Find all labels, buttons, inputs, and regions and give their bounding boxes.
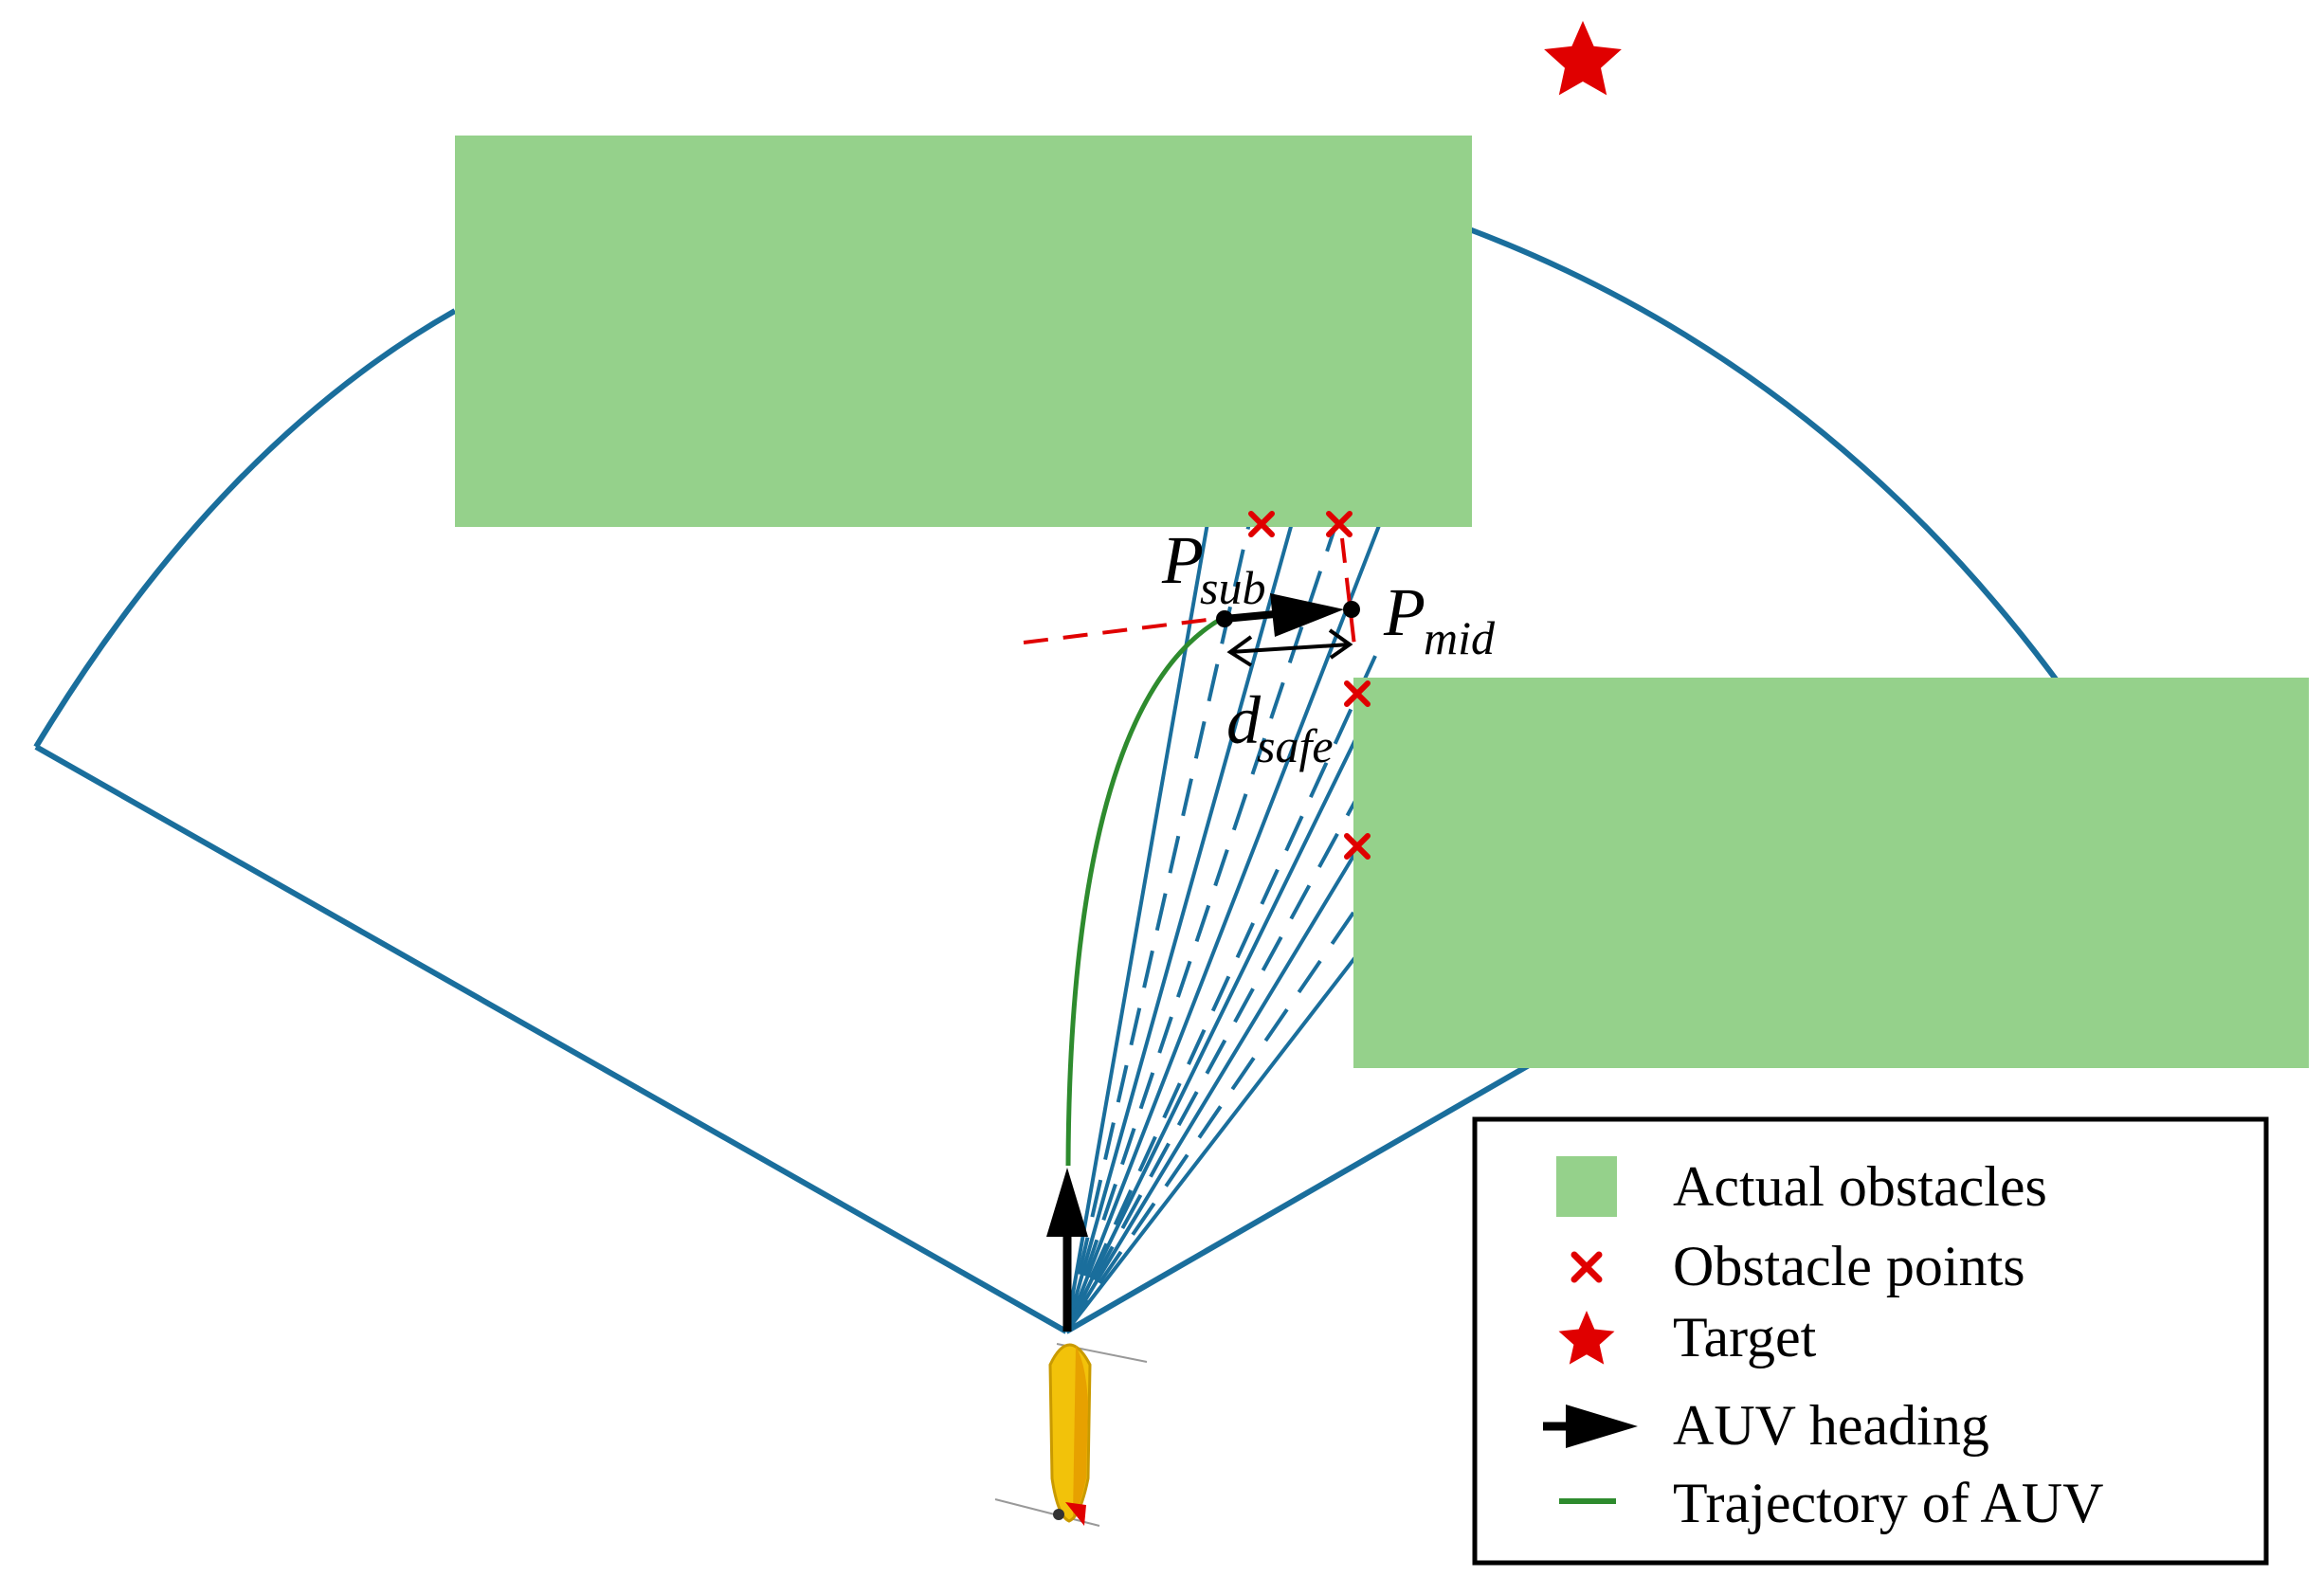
obstacle-right	[1353, 678, 2309, 1068]
guide-line-left	[1023, 616, 1224, 644]
legend-item-label: AUV heading	[1673, 1394, 1989, 1457]
beam-line	[1064, 522, 1209, 1332]
sector-arc-top	[1462, 225, 2060, 682]
legend-item-label: Trajectory of AUV	[1673, 1472, 2103, 1534]
beam-line	[1064, 800, 1357, 1332]
legend-item-label: Actual obstacles	[1673, 1155, 2047, 1218]
sonar-sector	[33, 225, 2060, 1334]
obstacle-top	[455, 136, 1472, 527]
p-sub-point	[1216, 610, 1233, 627]
obstacle-point-marker	[1344, 833, 1371, 860]
beam-line	[1064, 955, 1357, 1333]
obstacle-point-marker	[1326, 511, 1353, 537]
legend-item-label: Obstacle points	[1673, 1235, 2025, 1297]
beam-line	[1064, 908, 1357, 1333]
legend-obstacle-swatch	[1556, 1156, 1617, 1217]
legend-arrow-icon	[1543, 1405, 1638, 1448]
p-mid-point	[1343, 601, 1360, 618]
guide-line-right	[1340, 537, 1357, 655]
beam-line	[1064, 851, 1357, 1333]
sonar-beams	[1064, 522, 1382, 1333]
obstacle-point-marker	[1248, 511, 1275, 537]
beam-line	[1064, 522, 1338, 1332]
target-star	[1544, 21, 1622, 96]
beam-line	[1064, 522, 1294, 1332]
obstacle-point-marker	[1344, 680, 1371, 707]
beam-line	[1064, 719, 1367, 1332]
p-mid-label: Pmid	[1383, 574, 1496, 664]
beam-line	[1064, 522, 1251, 1332]
obstacle-points	[1248, 511, 1371, 860]
sector-right-edge	[1064, 1059, 1537, 1334]
sector-arc-left	[33, 308, 457, 749]
auv-vehicle	[994, 1343, 1148, 1527]
legend-star-icon	[1558, 1311, 1615, 1365]
legend: Actual obstacles Obstacle points Target …	[1472, 1116, 2269, 1566]
beam-line	[1064, 522, 1382, 1332]
beam-line	[1064, 653, 1378, 1332]
d-safe-label: dsafe	[1226, 682, 1334, 772]
legend-item-label: Target	[1673, 1306, 1817, 1369]
auv-heading-arrow	[1046, 1168, 1088, 1332]
safety-guide-lines	[1023, 537, 1357, 655]
d-safe-dimension-arrow	[1226, 628, 1353, 667]
auv-trajectory	[1065, 615, 1225, 1167]
p-sub-label: Psub	[1161, 522, 1265, 614]
sector-left-edge	[34, 744, 1068, 1334]
legend-cross-icon	[1571, 1251, 1603, 1283]
